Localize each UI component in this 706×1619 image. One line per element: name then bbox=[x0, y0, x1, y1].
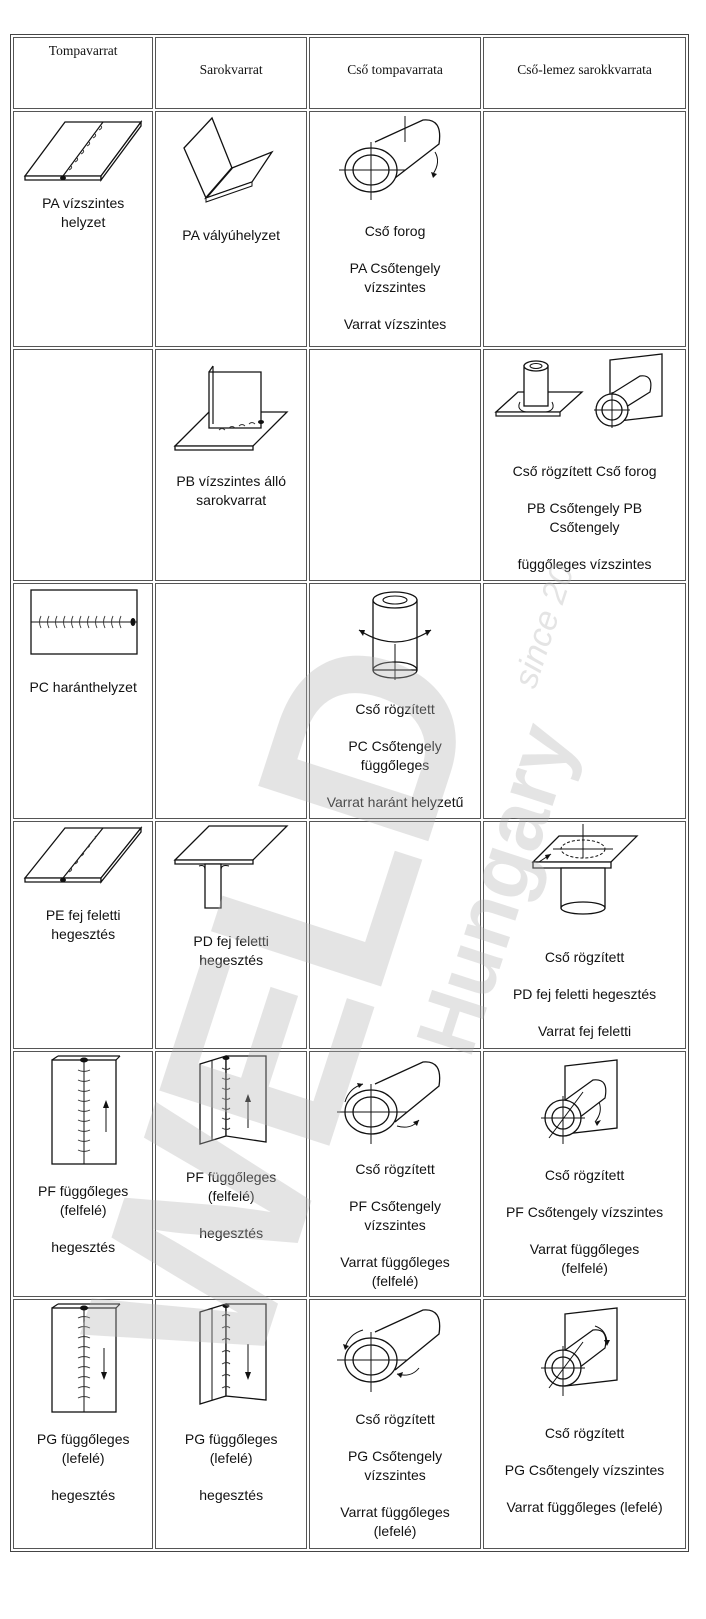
header-sarokvarrat: Sarokvarrat bbox=[155, 37, 307, 109]
table-row: PE fej feletti hegesztés PD fej feletti … bbox=[13, 821, 686, 1049]
pipe-fixed-vertical-illustration bbox=[358, 591, 432, 680]
pipe-plate-pg-illustration bbox=[540, 1307, 618, 1396]
fillet-weld-vertical-up-illustration bbox=[199, 1055, 267, 1145]
table-row: PC haránthelyzet Cső rögzített PC Csőten bbox=[13, 583, 686, 819]
cell-text: hegesztés bbox=[199, 1225, 264, 1241]
cell-text: Varrat függőleges (felfelé) bbox=[529, 1241, 640, 1276]
cell-pa-pipe: Cső forog PA Csőtengely vízszintes Varra… bbox=[308, 111, 482, 347]
cell-pb-fillet: PB vízszintes álló sarokvarrat bbox=[155, 349, 307, 581]
cell-empty bbox=[483, 111, 686, 347]
cell-pg-pipe: Cső rögzített PG Csőtengely vízszintes V… bbox=[308, 1299, 482, 1549]
cell-pe-butt: PE fej feletti hegesztés bbox=[13, 821, 154, 1049]
cell-text: PB vízszintes álló sarokvarrat bbox=[176, 473, 287, 508]
cell-text: Varrat függőleges (felfelé) bbox=[340, 1254, 450, 1289]
cell-text: Cső rögzített bbox=[544, 949, 625, 965]
cell-text: hegesztés bbox=[51, 1239, 116, 1255]
cell-empty bbox=[155, 583, 307, 819]
cell-text: PG Csőtengely vízszintes bbox=[347, 1448, 443, 1483]
header-cso-lemez-sarokvarrata: Cső-lemez sarokkvarrata bbox=[483, 37, 686, 109]
cell-pf-pipe: Cső rögzített PF Csőtengely vízszintes V… bbox=[308, 1051, 482, 1297]
cell-text: PA vályúhelyzet bbox=[182, 227, 281, 243]
cell-text: Cső rögzített Cső forog bbox=[512, 463, 657, 479]
cell-pg-pipe-plate: Cső rögzített PG Csőtengely vízszintes V… bbox=[483, 1299, 686, 1549]
cell-pd-pipe-plate: Cső rögzített PD fej feletti hegesztés V… bbox=[483, 821, 686, 1049]
cell-text: PF Csőtengely vízszintes bbox=[349, 1198, 441, 1233]
header-row: Tompavarrat Sarokvarrat Cső tompavarrata… bbox=[13, 37, 686, 109]
welding-positions-table: Tompavarrat Sarokvarrat Cső tompavarrata… bbox=[10, 34, 689, 1552]
cell-pf-pipe-plate: Cső rögzített PF Csőtengely vízszintes V… bbox=[483, 1051, 686, 1297]
header-cso-tompavarrata: Cső tompavarrata bbox=[308, 37, 482, 109]
butt-weld-overhead-illustration bbox=[23, 826, 143, 884]
cell-pg-fillet: PG függőleges (lefelé) hegesztés bbox=[155, 1299, 307, 1549]
butt-weld-vertical-down-illustration bbox=[51, 1303, 121, 1413]
cell-pb-pipe-plate: Cső rögzített Cső forog PB Csőtengely PB… bbox=[483, 349, 686, 581]
cell-pa-fillet: PA vályúhelyzet bbox=[155, 111, 307, 347]
cell-text: Varrat függőleges (lefelé) bbox=[506, 1499, 663, 1515]
pipe-fixed-horizontal-pg-illustration bbox=[337, 1309, 441, 1392]
cell-text: PD fej feletti hegesztés bbox=[193, 933, 269, 968]
table-row: PG függőleges (lefelé) hegesztés bbox=[13, 1299, 686, 1549]
cell-text: Varrat függőleges (lefelé) bbox=[340, 1504, 450, 1539]
table-row: PF függőleges (felfelé) hegesztés bbox=[13, 1051, 686, 1297]
cell-pf-fillet: PF függőleges (felfelé) hegesztés bbox=[155, 1051, 307, 1297]
pipe-fixed-horizontal-pf-illustration bbox=[337, 1061, 441, 1144]
cell-empty bbox=[308, 349, 482, 581]
cell-pd-fillet: PD fej feletti hegesztés bbox=[155, 821, 307, 1049]
pipe-plate-pb-illustration bbox=[493, 353, 663, 428]
cell-empty bbox=[13, 349, 154, 581]
table-row: PA vízszintes helyzet PA vályúhelyzet bbox=[13, 111, 686, 347]
cell-text: PC haránthelyzet bbox=[29, 679, 137, 695]
butt-weld-vertical-up-illustration bbox=[51, 1055, 121, 1165]
cell-text: Varrat vízszintes bbox=[343, 316, 447, 332]
cell-text: Cső rögzített bbox=[355, 701, 435, 717]
cell-text: Cső rögzített bbox=[544, 1167, 625, 1183]
pipe-plate-overhead-illustration bbox=[530, 824, 639, 915]
cell-text: PF Csőtengely vízszintes bbox=[505, 1204, 664, 1220]
cell-text: PF függőleges (felfelé) bbox=[38, 1183, 129, 1218]
cell-empty bbox=[308, 821, 482, 1049]
cell-text: hegesztés bbox=[199, 1487, 264, 1503]
cell-pf-butt: PF függőleges (felfelé) hegesztés bbox=[13, 1051, 154, 1297]
butt-weld-horizontal-vertical-illustration bbox=[30, 589, 138, 655]
cell-text: Cső rögzített bbox=[355, 1161, 435, 1177]
pipe-rotating-horizontal-illustration bbox=[339, 116, 441, 200]
cell-text: PC Csőtengely függőleges bbox=[348, 738, 442, 773]
cell-pa-butt: PA vízszintes helyzet bbox=[13, 111, 154, 347]
cell-text: PB Csőtengely PB Csőtengely bbox=[526, 500, 643, 535]
cell-text: Cső rögzített bbox=[355, 1411, 435, 1427]
cell-text: Cső rögzített bbox=[544, 1425, 625, 1441]
cell-text: Cső forog bbox=[364, 223, 426, 239]
cell-text: PD fej feletti hegesztés bbox=[512, 986, 657, 1002]
cell-pc-pipe: Cső rögzített PC Csőtengely függőleges V… bbox=[308, 583, 482, 819]
fillet-weld-vertical-down-illustration bbox=[199, 1303, 267, 1405]
fillet-weld-overhead-illustration bbox=[173, 825, 289, 909]
fillet-weld-flat-illustration bbox=[183, 116, 274, 203]
cell-text: Varrat fej feletti bbox=[537, 1023, 632, 1039]
cell-text: hegesztés bbox=[51, 1487, 116, 1503]
table-row: PB vízszintes álló sarokvarrat bbox=[13, 349, 686, 581]
butt-weld-flat-illustration bbox=[23, 120, 143, 182]
cell-text: függőleges vízszintes bbox=[517, 556, 652, 572]
cell-text: PG függőleges (lefelé) bbox=[184, 1431, 278, 1466]
cell-text: PE fej feletti hegesztés bbox=[45, 907, 121, 942]
cell-text: PF függőleges (felfelé) bbox=[186, 1169, 277, 1204]
cell-pc-butt: PC haránthelyzet bbox=[13, 583, 154, 819]
pipe-plate-pf-illustration bbox=[540, 1059, 618, 1144]
cell-text: PG Csőtengely vízszintes bbox=[504, 1462, 665, 1478]
cell-text: PA vízszintes helyzet bbox=[42, 195, 125, 230]
header-tompavarrat: Tompavarrat bbox=[13, 37, 154, 109]
cell-text: PA Csőtengely vízszintes bbox=[349, 260, 441, 295]
cell-text: Varrat haránt helyzetű bbox=[326, 794, 464, 810]
cell-empty bbox=[483, 583, 686, 819]
cell-text: PG függőleges (lefelé) bbox=[36, 1431, 130, 1466]
fillet-weld-horizontal-vertical-illustration bbox=[173, 365, 289, 451]
welding-positions-page: Tompavarrat Sarokvarrat Cső tompavarrata… bbox=[10, 34, 689, 1609]
cell-pg-butt: PG függőleges (lefelé) hegesztés bbox=[13, 1299, 154, 1549]
